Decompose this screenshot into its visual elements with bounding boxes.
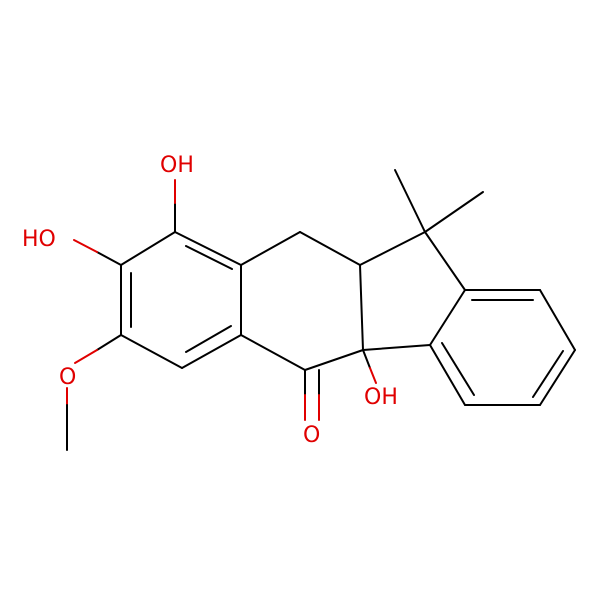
bond <box>362 344 431 351</box>
bond <box>539 289 576 351</box>
bond <box>96 334 122 351</box>
bond <box>429 289 466 346</box>
atom-label-carbonyl-o: O <box>303 423 320 448</box>
bond <box>304 349 364 371</box>
bond <box>185 325 232 353</box>
bond <box>441 342 475 396</box>
bond <box>299 231 361 266</box>
bond <box>532 350 564 398</box>
bond <box>539 349 576 406</box>
atom-label-oh-bridgehead: OH <box>364 385 398 410</box>
bond <box>240 231 301 266</box>
bond <box>424 191 484 233</box>
bond <box>424 231 466 291</box>
bond <box>174 231 242 266</box>
bond <box>120 334 183 369</box>
bond <box>185 245 233 270</box>
bond <box>181 334 242 369</box>
atom-label-ho-left: HO <box>22 227 56 252</box>
atom-label-oh-top: OH <box>160 153 194 178</box>
bond <box>96 251 122 266</box>
bond <box>369 367 377 384</box>
bond <box>359 264 364 351</box>
bond <box>120 231 176 266</box>
bond <box>73 239 98 253</box>
bond <box>240 334 306 371</box>
bond <box>394 169 426 233</box>
bond <box>362 349 371 369</box>
bond <box>429 344 466 406</box>
bond <box>74 349 98 364</box>
bond <box>359 231 426 266</box>
atom-label-methoxy-o: O <box>59 365 76 390</box>
